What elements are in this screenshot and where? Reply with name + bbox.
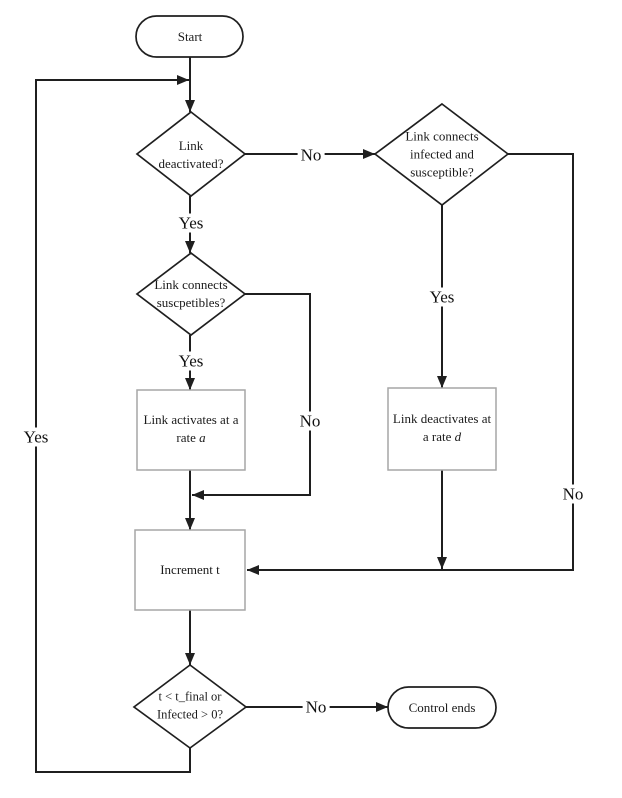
decision-loop-condition-shape — [132, 663, 248, 750]
edge-label-loop-exit-no: No — [302, 697, 330, 717]
edge-label-susceptibles-no: No — [296, 411, 324, 431]
activation-rate-variable: a — [199, 430, 206, 445]
process-link-activates-text: Link activates at a rate — [143, 411, 239, 445]
process-link-deactivates-text: Link deactivates at a rate — [392, 410, 492, 444]
edge-label-infected-yes: Yes — [426, 287, 458, 307]
decision-link-connects-infected-shape — [373, 102, 510, 207]
process-link-deactivates-shape — [387, 387, 497, 471]
decision-link-connects-susceptibles-label: Link connects suscpetibles? — [154, 276, 228, 310]
edge-label-loop-return-yes: Yes — [20, 427, 52, 447]
deactivation-rate-variable: d — [454, 429, 462, 444]
edge-label-infected-no: No — [559, 484, 587, 504]
edge-label-deactivated-yes: Yes — [175, 213, 207, 233]
edge-label-deactivated-no: No — [297, 145, 325, 165]
decision-loop-condition-label: t < t_final or Infected > 0? — [156, 689, 224, 722]
decision-link-connects-infected-label: Link connects infected and susceptible? — [405, 128, 479, 181]
edge-loop-return-yes — [35, 75, 191, 773]
start-label: Start — [177, 28, 203, 44]
process-link-activates-label: Link activates at a rate a — [139, 411, 243, 447]
decision-link-deactivated-shape — [135, 110, 247, 198]
edge-label-susceptibles-yes: Yes — [175, 351, 207, 371]
control-ends-node-shape — [387, 686, 497, 729]
edge-infected-no — [247, 153, 574, 575]
process-increment-t-shape — [134, 529, 246, 611]
process-increment-t-label: Increment t — [160, 561, 220, 577]
control-ends-label: Control ends — [408, 699, 476, 715]
edge-susceptibles-no — [192, 293, 311, 500]
process-link-deactivates-label: Link deactivates at a rate d — [390, 410, 494, 446]
process-link-activates-shape — [136, 389, 246, 471]
decision-link-deactivated-label: Link deactivated? — [158, 137, 224, 171]
start-node-shape — [135, 15, 244, 58]
decision-link-connects-susceptibles-shape — [135, 251, 247, 337]
